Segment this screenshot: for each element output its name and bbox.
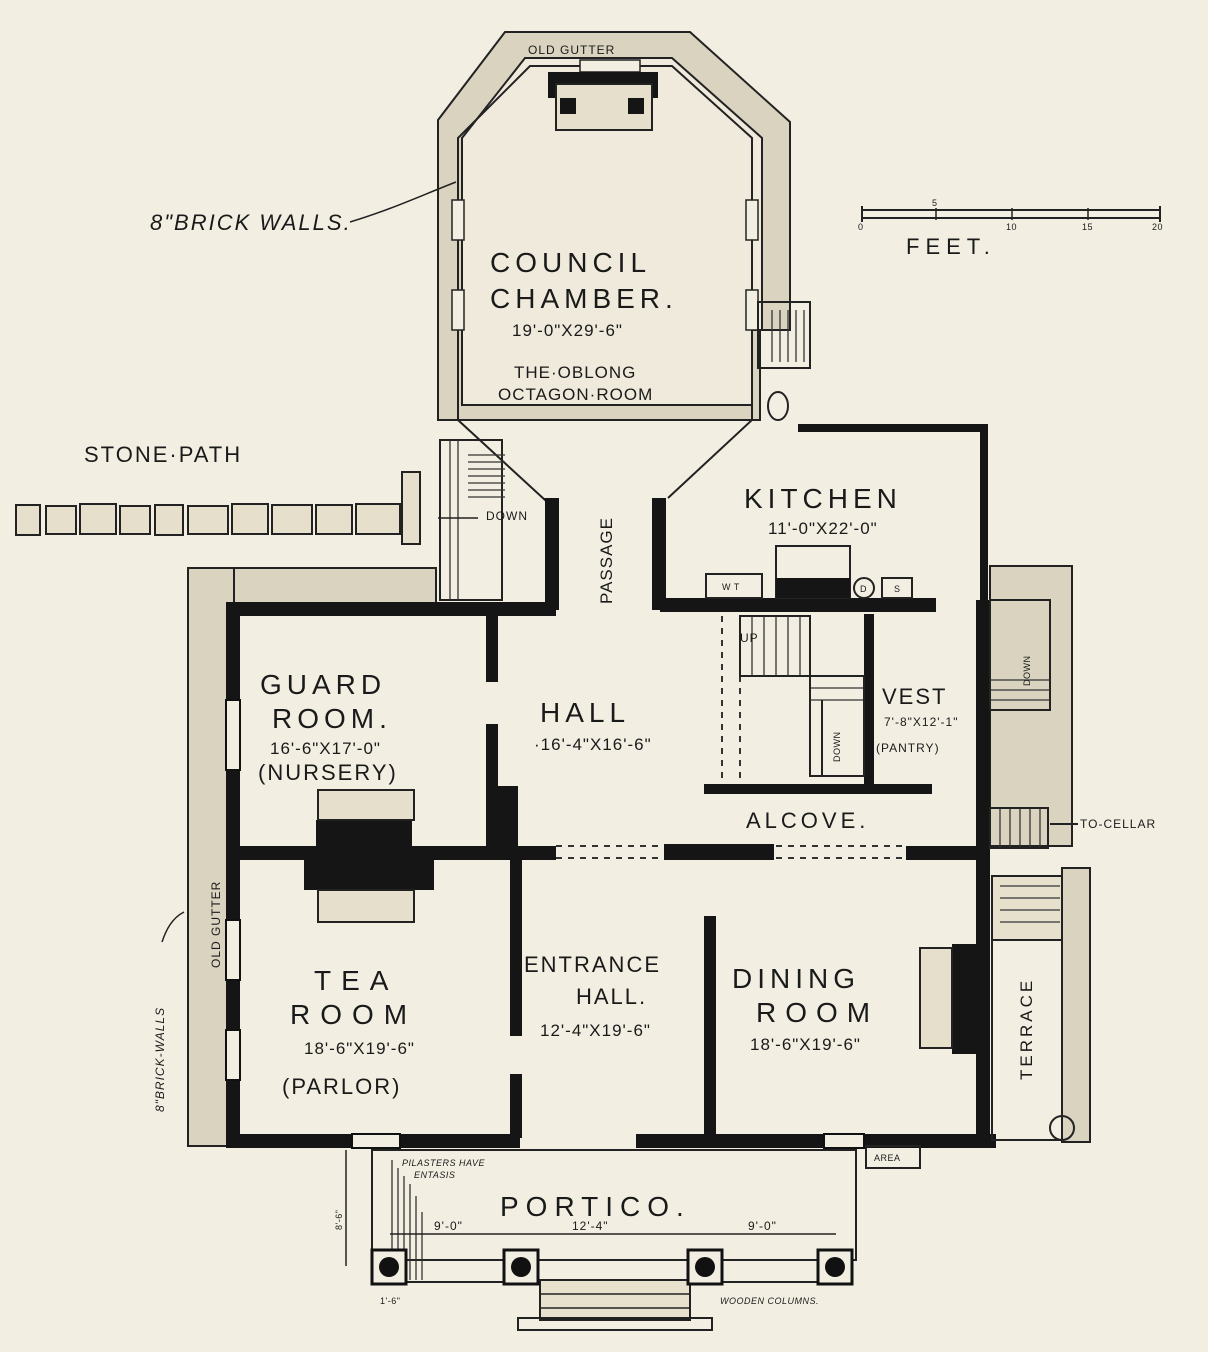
kitchen-dims: 11'-0"X22'-0" [768, 519, 878, 538]
passage-label: PASSAGE [597, 517, 616, 604]
portico [345, 1145, 921, 1331]
area-label: AREA [874, 1153, 901, 1163]
council-chamber-note-1: THE·OBLONG [514, 363, 636, 382]
hall-stairs [739, 615, 865, 777]
council-chamber-note-2: OCTAGON·ROOM [498, 385, 653, 404]
council-chamber-dims: 19'-0"X29'-6" [512, 321, 623, 340]
vest-name: VEST [882, 684, 947, 709]
portico-dim-1: 9'-0" [434, 1219, 463, 1233]
entrance-hall-name-2: HALL. [576, 984, 647, 1009]
guard-room-note: (NURSERY) [258, 760, 398, 785]
guard-room-name-2: ROOM. [272, 703, 392, 734]
leader-lines [161, 181, 478, 943]
portico-name: PORTICO. [500, 1191, 691, 1222]
vest-note: (PANTRY) [876, 741, 940, 755]
stair-down-west [439, 439, 505, 601]
scale-bar [861, 206, 1161, 222]
hall-dims: ·16'-4"X16'-6" [534, 735, 652, 754]
council-chamber-name-1: COUNCIL [490, 247, 651, 278]
portico-dim-3: 9'-0" [748, 1219, 777, 1233]
scale-tick-0: 0 [858, 222, 864, 232]
terrace-label: TERRACE [1017, 978, 1036, 1080]
tea-room-name-2: ROOM [290, 999, 417, 1030]
portico-dim-2: 12'-4" [572, 1219, 609, 1233]
scale-tick-10: 10 [1006, 222, 1017, 232]
terrace [991, 875, 1075, 1141]
central-chimney [304, 789, 982, 1054]
vest-dims: 7'-8"X12'-1" [884, 715, 958, 729]
council-chamber-name-2: CHAMBER. [490, 283, 678, 314]
kitchen-name: KITCHEN [744, 483, 902, 514]
labels: 8"BRICK WALLS. OLD GUTTER STONE·PATH DOW… [84, 43, 1163, 1306]
scale-tick-20: 20 [1152, 222, 1163, 232]
column-size: 1'-6" [380, 1296, 400, 1306]
entrance-hall-dims: 12'-4"X19'-6" [540, 1021, 651, 1040]
down-label-2: DOWN [832, 732, 842, 763]
dining-room-dims: 18'-6"X19'-6" [750, 1035, 861, 1054]
brick-walls-top-label: 8"BRICK WALLS. [150, 210, 352, 235]
pilasters-label: PILASTERS HAVE [402, 1158, 486, 1168]
brick-walls-left-label: 8"BRICK-WALLS [153, 1007, 167, 1112]
guard-room-name-1: GUARD [260, 669, 386, 700]
up-label: UP [740, 631, 759, 645]
scale-tick-5: 5 [932, 198, 938, 208]
fixture-d: D [860, 584, 867, 594]
entrance-hall-name-1: ENTRANCE [524, 952, 661, 977]
tea-room-note: (PARLOR) [282, 1074, 402, 1099]
portico-depth: 8'-6" [334, 1210, 344, 1230]
east-steps [989, 599, 1078, 849]
tea-room-dims: 18'-6"X19'-6" [304, 1039, 415, 1058]
scale-tick-15: 15 [1082, 222, 1093, 232]
kitchen-fixtures [705, 545, 913, 599]
fixture-s: S [894, 584, 901, 594]
scale-label: FEET. [906, 234, 996, 259]
guard-room-dims: 16'-6"X17'-0" [270, 739, 381, 758]
old-gutter-top-label: OLD GUTTER [528, 43, 615, 57]
down-label-1: DOWN [486, 509, 528, 523]
tea-room-name-1: TEA [314, 965, 398, 996]
down-label-3: DOWN [1022, 656, 1032, 687]
alcove-name: ALCOVE. [746, 808, 869, 833]
stone-path [15, 471, 421, 545]
octagon-east-step [757, 301, 811, 421]
stone-path-label: STONE·PATH [84, 442, 242, 467]
dining-room-name-2: ROOM [756, 997, 879, 1028]
wooden-columns-label: WOODEN COLUMNS. [720, 1296, 819, 1306]
old-gutter-left-label: OLD GUTTER [209, 881, 223, 968]
dining-room-name-1: DINING [732, 963, 860, 994]
fixture-wt: W T [722, 582, 740, 592]
entasis-label: ENTASIS [414, 1170, 455, 1180]
to-cellar-label: TO-CELLAR [1080, 817, 1156, 831]
hall-name: HALL [540, 697, 630, 728]
council-chamber-walls [451, 59, 759, 503]
